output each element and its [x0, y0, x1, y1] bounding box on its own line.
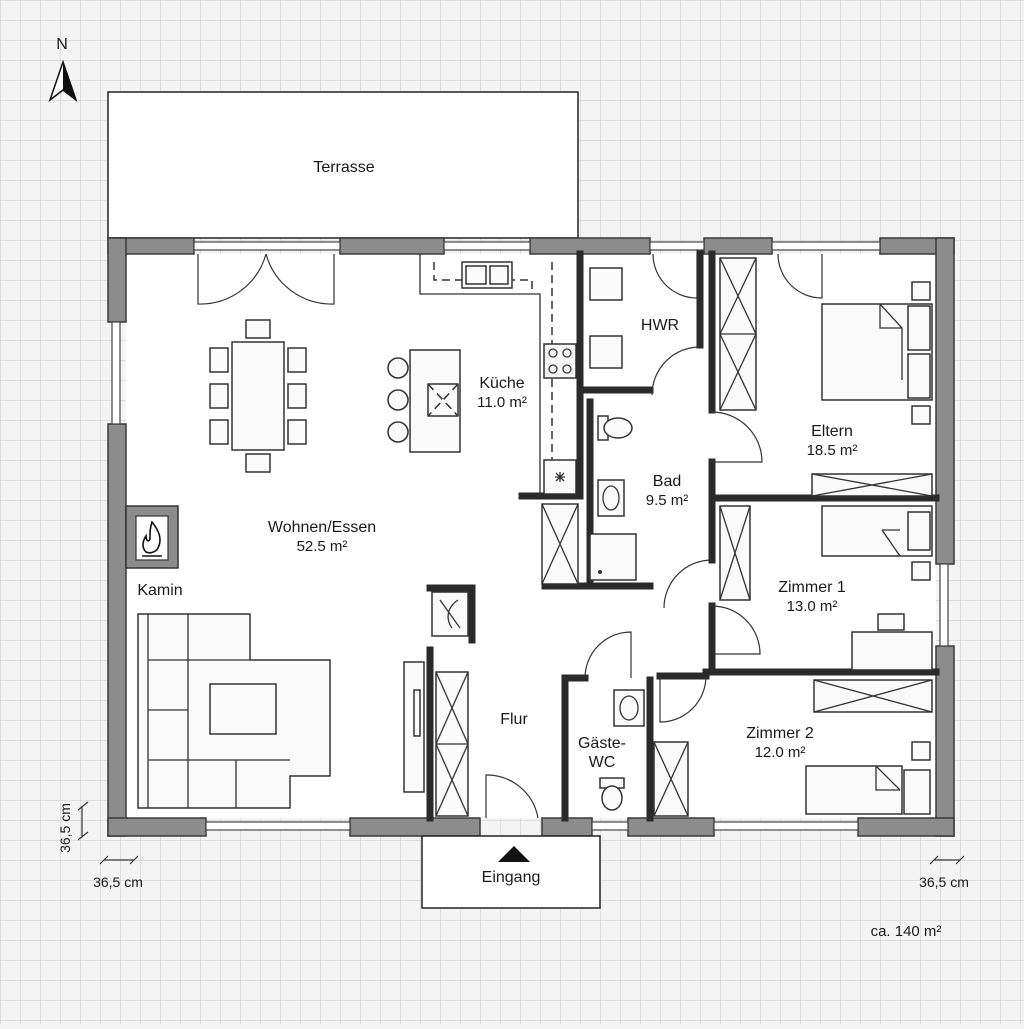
- label-guest-wc-2: WC: [589, 754, 616, 771]
- windows: [111, 241, 949, 831]
- label-utility: HWR: [641, 317, 679, 334]
- label-terrace: Terrasse: [313, 159, 374, 176]
- label-room2: Zimmer 2: [746, 725, 814, 742]
- label-bath: Bad: [653, 473, 681, 490]
- area-room2: 12.0 m²: [755, 744, 806, 761]
- label-kitchen: Küche: [479, 375, 524, 392]
- label-room1: Zimmer 1: [778, 579, 846, 596]
- kitchen-counter: [419, 254, 577, 496]
- terrace: [107, 91, 579, 239]
- dimension-right-bottom: 36,5 cm: [919, 874, 969, 890]
- hall-wardrobe: [403, 591, 469, 817]
- dimension-left-vertical: 36,5 cm: [57, 803, 73, 853]
- interior-walls: [426, 250, 940, 822]
- doors: [197, 253, 823, 819]
- fire-icon: [142, 520, 162, 557]
- closets: [541, 257, 933, 817]
- dimension-left-bottom: 36,5 cm: [93, 874, 143, 890]
- area-bath: 9.5 m²: [646, 492, 689, 509]
- bed-master: [821, 281, 933, 425]
- north-arrow-icon: [48, 59, 78, 103]
- label-guest-wc-1: Gäste-: [578, 735, 626, 752]
- area-living: 52.5 m²: [297, 538, 348, 555]
- bed-room1: [821, 505, 933, 671]
- utility-appliances: [589, 267, 623, 369]
- label-fireplace: Kamin: [137, 582, 182, 599]
- total-area: ca. 140 m²: [871, 923, 942, 940]
- bed-room2: [805, 741, 931, 815]
- entrance-arrow-icon: [498, 846, 530, 862]
- sofa-lounge: [137, 613, 331, 809]
- fireplace: [125, 505, 179, 569]
- dimension-markers: [77, 801, 965, 865]
- label-living: Wohnen/Essen: [268, 519, 376, 536]
- kitchen-island: [387, 349, 461, 453]
- area-master: 18.5 m²: [807, 442, 858, 459]
- compass-north-label: N: [56, 36, 68, 53]
- label-entrance: Eingang: [482, 869, 541, 886]
- exterior-walls: [107, 237, 955, 837]
- area-room1: 13.0 m²: [787, 598, 838, 615]
- entrance-landing: [421, 835, 601, 909]
- bathroom-fixtures: [589, 415, 645, 811]
- dining-table: [209, 319, 307, 473]
- area-kitchen: 11.0 m²: [477, 394, 527, 411]
- label-hall: Flur: [500, 711, 528, 728]
- label-master: Eltern: [811, 423, 853, 440]
